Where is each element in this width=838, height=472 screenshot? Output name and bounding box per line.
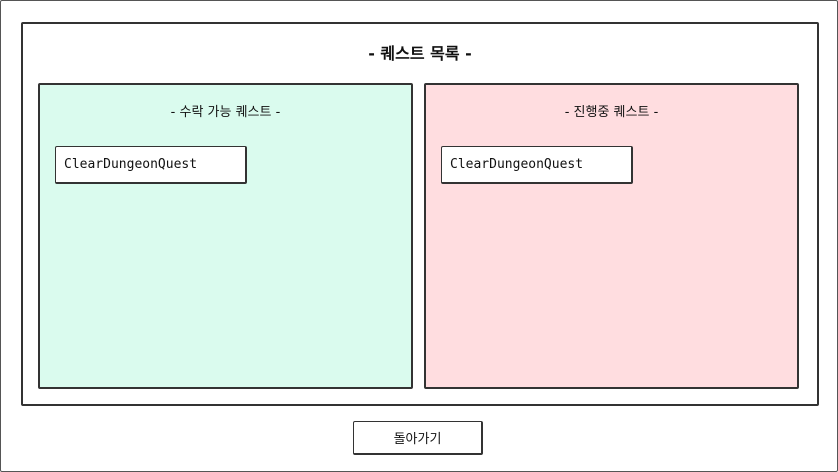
available-quests-title: - 수락 가능 퀘스트 - <box>170 105 281 120</box>
active-quests-title: - 진행중 퀘스트 - <box>564 105 659 120</box>
available-quests-pane: - 수락 가능 퀘스트 - ClearDungeonQuest <box>38 83 413 389</box>
active-quest-item[interactable]: ClearDungeonQuest <box>441 146 633 184</box>
active-quests-pane: - 진행중 퀘스트 - ClearDungeonQuest <box>424 83 799 389</box>
available-quest-item[interactable]: ClearDungeonQuest <box>55 146 247 184</box>
page-title: - 퀘스트 목록 - <box>368 44 472 63</box>
quest-list-panel: - 퀘스트 목록 - - 수락 가능 퀘스트 - ClearDungeonQue… <box>21 22 819 406</box>
back-button[interactable]: 돌아가기 <box>353 421 483 455</box>
